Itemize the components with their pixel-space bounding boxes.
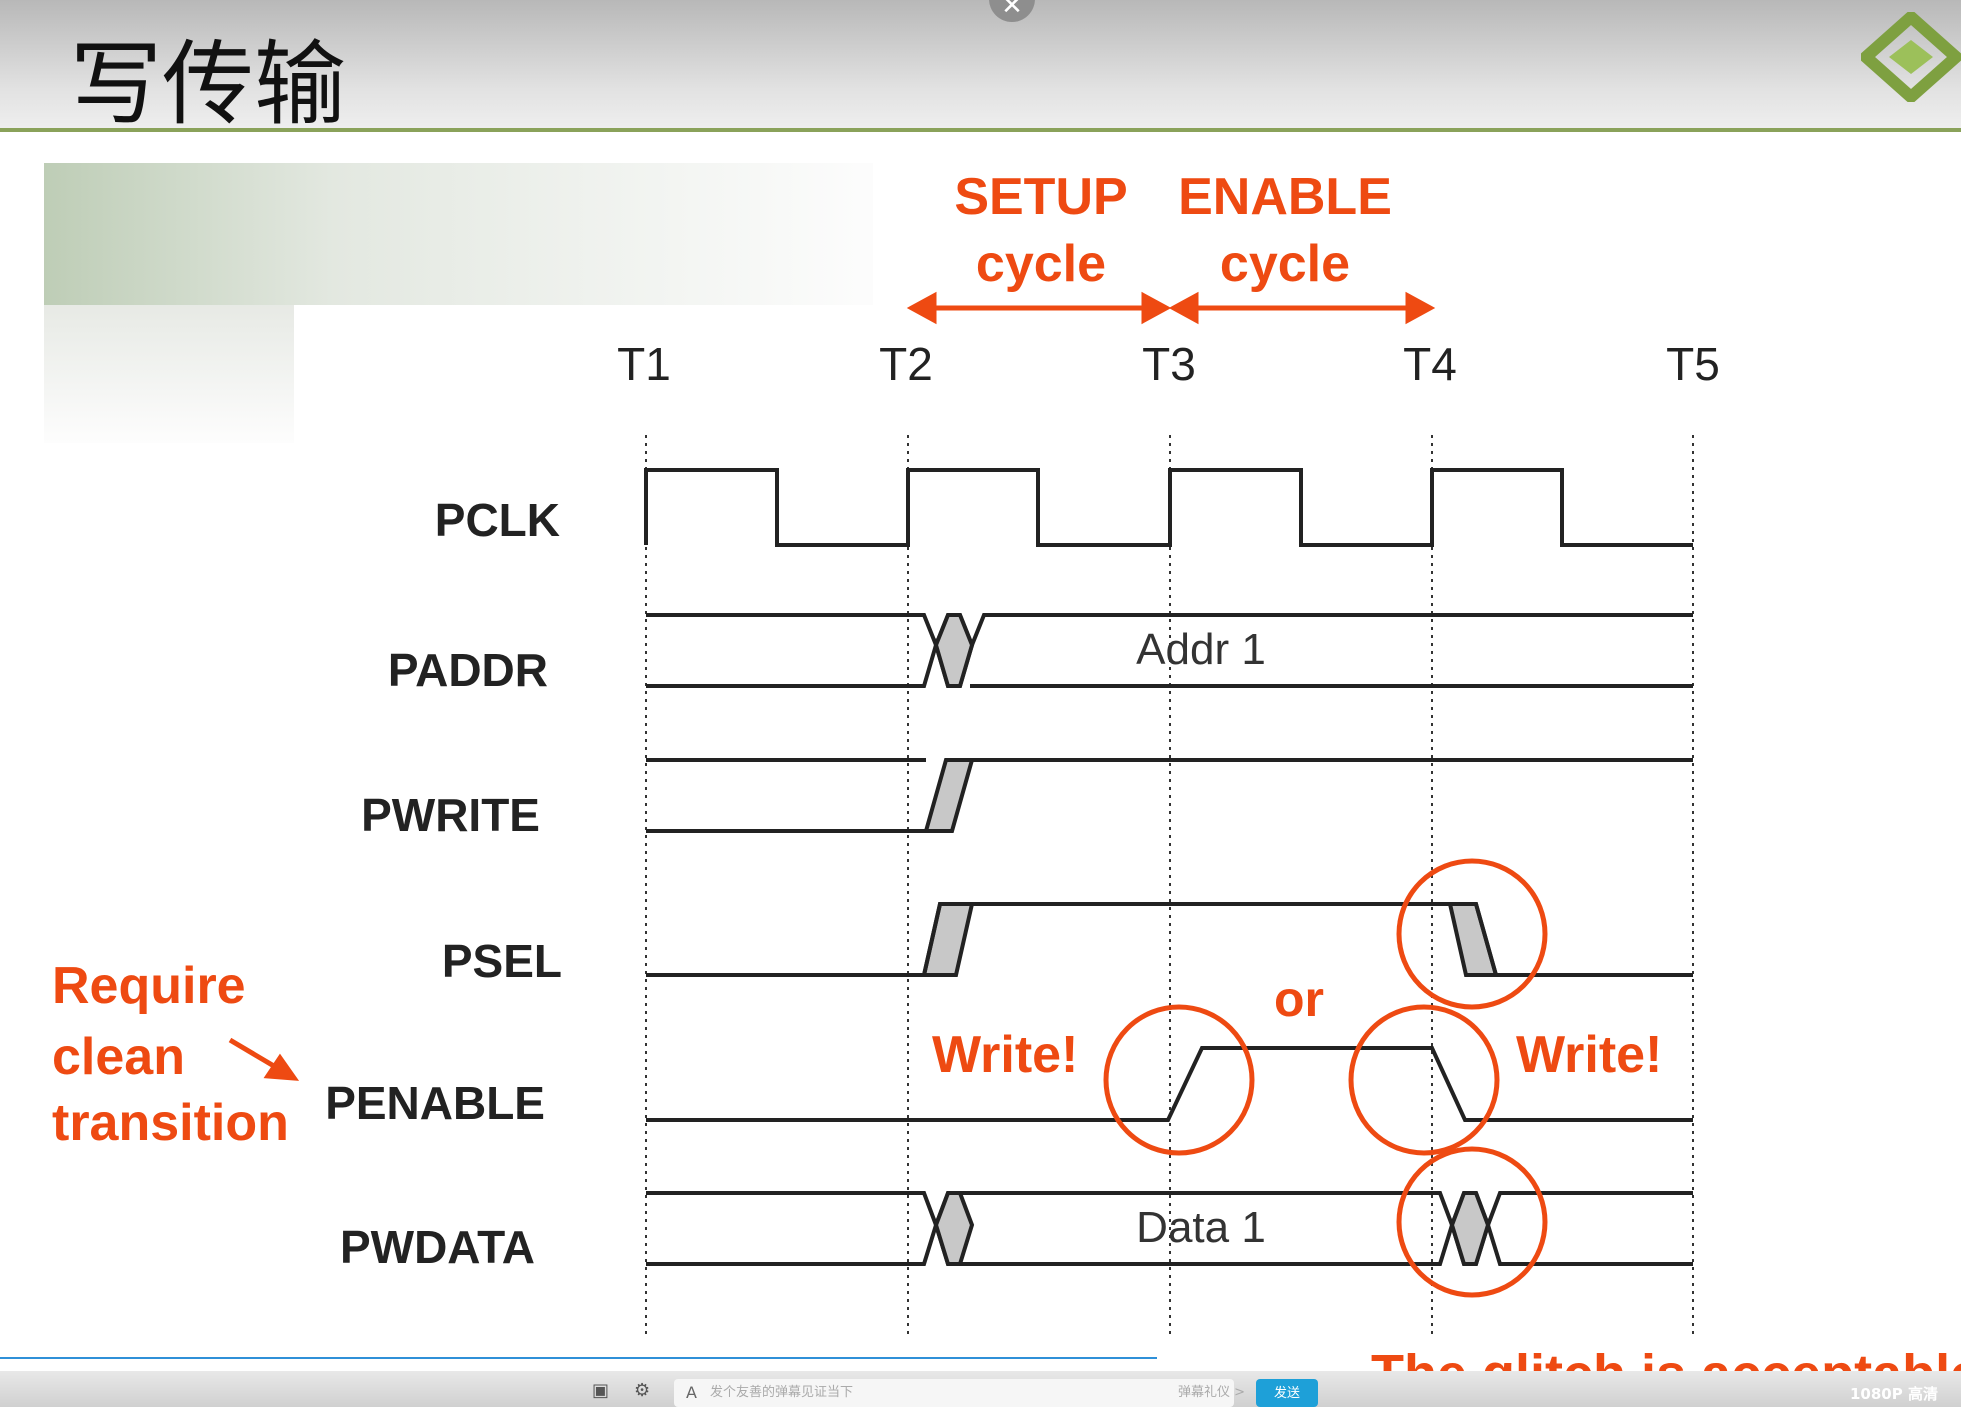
danmaku-icon[interactable]: ▣ <box>592 1380 610 1401</box>
enable-cycle-label-line2: cycle <box>1220 235 1350 293</box>
signal-label-paddr: PADDR <box>388 644 548 696</box>
time-marker-t4: T4 <box>1403 338 1457 390</box>
highlight-circle-psel-fall <box>1396 858 1548 1010</box>
highlight-circle-penable-fall <box>1348 1004 1500 1156</box>
send-button[interactable]: 发送 <box>1256 1379 1318 1407</box>
psel-fall-transition <box>1447 902 1499 977</box>
danmaku-etiquette-link[interactable]: 弹幕礼仪 > <box>1178 1385 1246 1400</box>
signal-label-pwdata: PWDATA <box>340 1221 535 1273</box>
slide-title: 写传输 <box>70 31 347 138</box>
time-marker-t5: T5 <box>1666 338 1720 390</box>
write-label-right: Write! <box>1516 1026 1662 1084</box>
pwdata-transition-2 <box>1449 1191 1491 1266</box>
time-marker-t2: T2 <box>879 338 933 390</box>
note-require: Require <box>52 957 246 1015</box>
highlight-circle-penable-rise <box>1103 1004 1255 1156</box>
note-transition: transition <box>52 1094 289 1152</box>
danmaku-style-icon[interactable]: A <box>686 1383 697 1402</box>
pwdata-value: Data 1 <box>1136 1203 1266 1252</box>
decorative-image <box>44 163 873 305</box>
pwdata-transition-1 <box>933 1191 975 1266</box>
penable-wave <box>646 1046 1693 1122</box>
setup-cycle-label-line1: SETUP <box>954 168 1127 226</box>
highlight-circle-pwdata <box>1396 1146 1548 1298</box>
progress-bar[interactable] <box>0 1357 1157 1359</box>
note-clean: clean <box>52 1028 185 1086</box>
signal-label-pclk: PCLK <box>435 494 560 546</box>
signal-label-psel: PSEL <box>442 935 562 987</box>
danmaku-placeholder: 发个友善的弹幕见证当下 <box>710 1385 854 1400</box>
paddr-value: Addr 1 <box>1136 625 1266 674</box>
time-marker-t3: T3 <box>1142 338 1196 390</box>
enable-cycle-label-line1: ENABLE <box>1178 168 1392 226</box>
pclk-wave <box>644 468 1693 547</box>
quality-selector[interactable]: 1080P 高清 <box>1850 1385 1938 1403</box>
player-control-bar: ▣ ⚙ A 发个友善的弹幕见证当下 弹幕礼仪 > 发送 1080P 高清 <box>0 1371 1961 1407</box>
signal-label-penable: PENABLE <box>325 1077 545 1129</box>
setup-cycle-label-line2: cycle <box>976 235 1106 293</box>
pwrite-transition <box>923 758 975 833</box>
or-label: or <box>1274 971 1324 1027</box>
danmaku-settings-icon[interactable]: ⚙ <box>634 1380 651 1401</box>
slide-header: 写传输 <box>0 0 1961 138</box>
paddr-transition <box>933 613 975 688</box>
danmaku-input[interactable]: A 发个友善的弹幕见证当下 <box>674 1379 1234 1407</box>
time-marker-t1: T1 <box>617 338 671 390</box>
close-icon[interactable]: ✕ <box>989 0 1035 22</box>
decorative-image-fade <box>44 305 294 443</box>
logo-icon <box>1861 12 1961 102</box>
write-label-left: Write! <box>932 1026 1078 1084</box>
paddr-wave-top <box>646 613 975 687</box>
psel-wave <box>646 902 1693 977</box>
signal-label-pwrite: PWRITE <box>361 789 540 841</box>
